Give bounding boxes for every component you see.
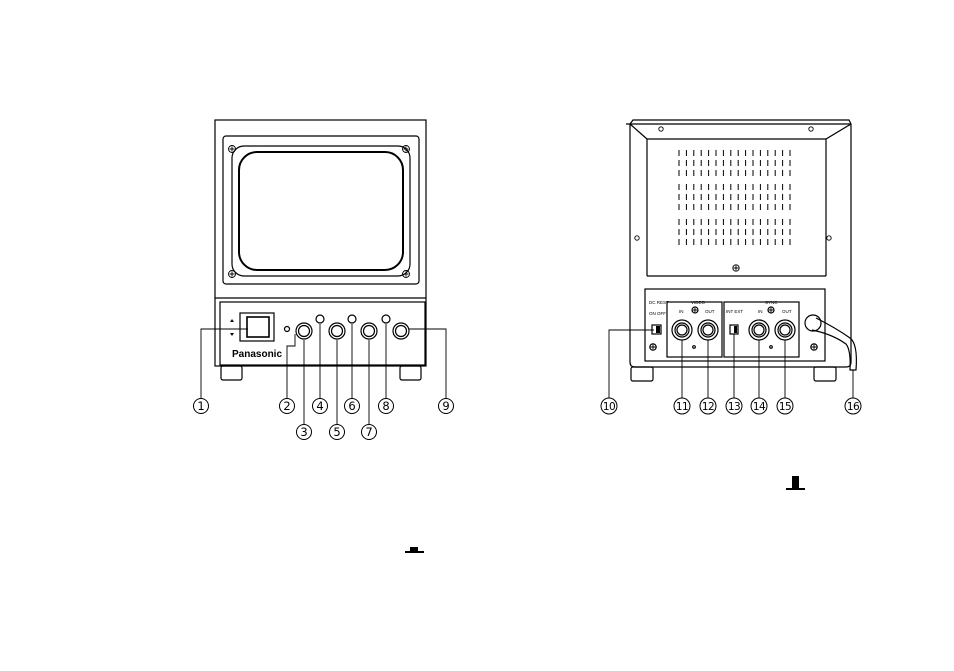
svg-text:4: 4 bbox=[316, 399, 323, 413]
dc-rest-switch bbox=[651, 324, 662, 335]
svg-text:9: 9 bbox=[442, 399, 449, 413]
front-bezel bbox=[222, 135, 420, 285]
callout-7: 7 bbox=[361, 424, 377, 440]
vent-panel bbox=[629, 123, 852, 140]
front-screen-outer bbox=[231, 145, 411, 277]
svg-text:13: 13 bbox=[728, 401, 740, 413]
svg-text:10: 10 bbox=[603, 401, 615, 413]
label-on-off: ON OFF bbox=[649, 311, 666, 316]
front-leader-lines bbox=[200, 324, 447, 424]
switch-pictogram-up bbox=[786, 476, 805, 490]
front-foot-right bbox=[399, 365, 422, 381]
rear-screws bbox=[634, 126, 832, 272]
callout-11: 11 bbox=[673, 397, 691, 415]
front-view: Panasonic 1 2 3 4 5 6 7 8 9 bbox=[193, 119, 454, 440]
knob-5-icon bbox=[328, 322, 346, 340]
knob-6-icon bbox=[347, 314, 357, 324]
callout-6: 6 bbox=[344, 398, 360, 414]
callout-3: 3 bbox=[296, 424, 312, 440]
rear-foot-left bbox=[630, 366, 654, 382]
svg-text:12: 12 bbox=[702, 401, 714, 413]
rear-cabinet bbox=[629, 119, 852, 368]
svg-text:1: 1 bbox=[197, 399, 204, 413]
front-foot-left bbox=[220, 365, 243, 381]
rear-view: DC REST ON OFF VIDEO IN OUT SYNC INT EXT… bbox=[600, 119, 862, 415]
screen-screws bbox=[228, 145, 410, 278]
svg-text:3: 3 bbox=[300, 425, 307, 439]
label-sync: SYNC bbox=[765, 300, 778, 305]
label-sync-out: OUT bbox=[782, 309, 792, 314]
svg-text:8: 8 bbox=[382, 399, 389, 413]
callout-15: 15 bbox=[776, 397, 794, 415]
svg-text:14: 14 bbox=[753, 401, 766, 413]
knob-3-icon bbox=[295, 322, 313, 340]
label-dc-rest: DC REST bbox=[649, 300, 669, 305]
front-control-panel bbox=[219, 301, 426, 366]
video-group bbox=[666, 301, 723, 358]
callout-1: 1 bbox=[193, 398, 209, 414]
label-video-out: OUT bbox=[705, 309, 715, 314]
power-cord bbox=[804, 314, 857, 371]
svg-text:5: 5 bbox=[333, 425, 340, 439]
rear-callouts: 10 11 12 13 14 15 16 bbox=[600, 397, 862, 415]
power-led bbox=[283, 325, 291, 333]
label-int-ext: INT EXT bbox=[726, 309, 743, 314]
svg-text:16: 16 bbox=[847, 401, 860, 413]
sync-group bbox=[723, 301, 800, 358]
callout-13: 13 bbox=[725, 397, 743, 415]
label-video-in: IN bbox=[679, 309, 684, 314]
front-screen bbox=[238, 151, 404, 271]
callout-4: 4 bbox=[312, 398, 328, 414]
label-video: VIDEO bbox=[691, 300, 706, 305]
switch-pictogram-down bbox=[405, 547, 424, 553]
front-cabinet bbox=[214, 119, 427, 367]
callout-12: 12 bbox=[699, 397, 717, 415]
vent-slots bbox=[678, 150, 791, 245]
knob-9-icon bbox=[392, 322, 410, 340]
rear-foot-right bbox=[813, 366, 837, 382]
brand-logo: Panasonic bbox=[232, 349, 282, 360]
rear-leader-lines bbox=[608, 329, 854, 398]
knob-7-icon bbox=[360, 322, 378, 340]
svg-text:7: 7 bbox=[365, 425, 372, 439]
knob-4-icon bbox=[315, 314, 325, 324]
callout-16: 16 bbox=[844, 397, 862, 415]
callout-8: 8 bbox=[378, 398, 394, 414]
svg-text:6: 6 bbox=[348, 399, 355, 413]
power-switch bbox=[239, 312, 275, 342]
callout-5: 5 bbox=[329, 424, 345, 440]
callout-9: 9 bbox=[438, 398, 454, 414]
svg-text:2: 2 bbox=[283, 399, 290, 413]
callout-14: 14 bbox=[750, 397, 768, 415]
svg-text:11: 11 bbox=[676, 401, 688, 413]
control-knobs bbox=[295, 314, 410, 340]
label-sync-in: IN bbox=[758, 309, 763, 314]
front-callouts: 1 2 3 4 5 6 7 8 9 bbox=[193, 398, 454, 440]
callout-2: 2 bbox=[279, 398, 295, 414]
svg-text:15: 15 bbox=[779, 401, 791, 413]
connector-panel bbox=[644, 288, 826, 362]
knob-8-icon bbox=[381, 314, 391, 324]
callout-10: 10 bbox=[600, 397, 618, 415]
